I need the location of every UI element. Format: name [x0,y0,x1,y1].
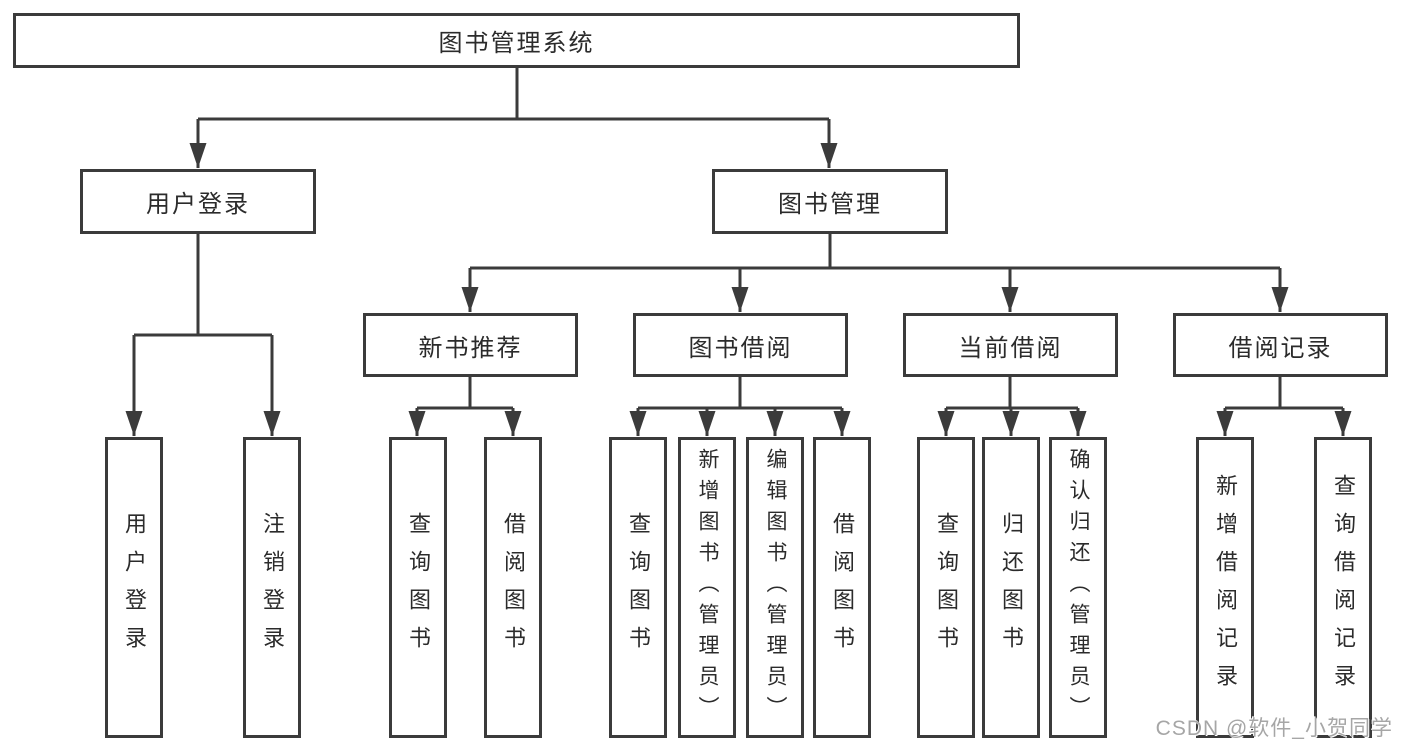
leaf-add-borrow-record: 新增借阅记录 [1196,437,1254,738]
leaf-add-books-admin: 新增图书（管理员） [678,437,736,738]
leaf-return-books: 归还图书 [982,437,1040,738]
leaf-confirm-return-admin: 确认归还（管理员） [1049,437,1107,738]
node-book-borrow: 图书借阅 [633,313,848,377]
node-borrow-records: 借阅记录 [1173,313,1388,377]
node-new-book-recommend: 新书推荐 [363,313,578,377]
leaf-query-books-1: 查询图书 [389,437,447,738]
leaf-user-login: 用户登录 [105,437,163,738]
leaf-edit-books-admin: 编辑图书（管理员） [746,437,804,738]
leaf-query-borrow-record: 查询借阅记录 [1314,437,1372,738]
leaf-borrow-books-2: 借阅图书 [813,437,871,738]
leaf-query-books-3: 查询图书 [917,437,975,738]
leaf-logout: 注销登录 [243,437,301,738]
node-user-login: 用户登录 [80,169,316,234]
node-current-borrow: 当前借阅 [903,313,1118,377]
leaf-borrow-books-1: 借阅图书 [484,437,542,738]
node-book-mgmt: 图书管理 [712,169,948,234]
csdn-watermark: CSDN @软件_小贺同学 [1155,717,1393,740]
node-root: 图书管理系统 [13,13,1020,68]
leaf-query-books-2: 查询图书 [609,437,667,738]
